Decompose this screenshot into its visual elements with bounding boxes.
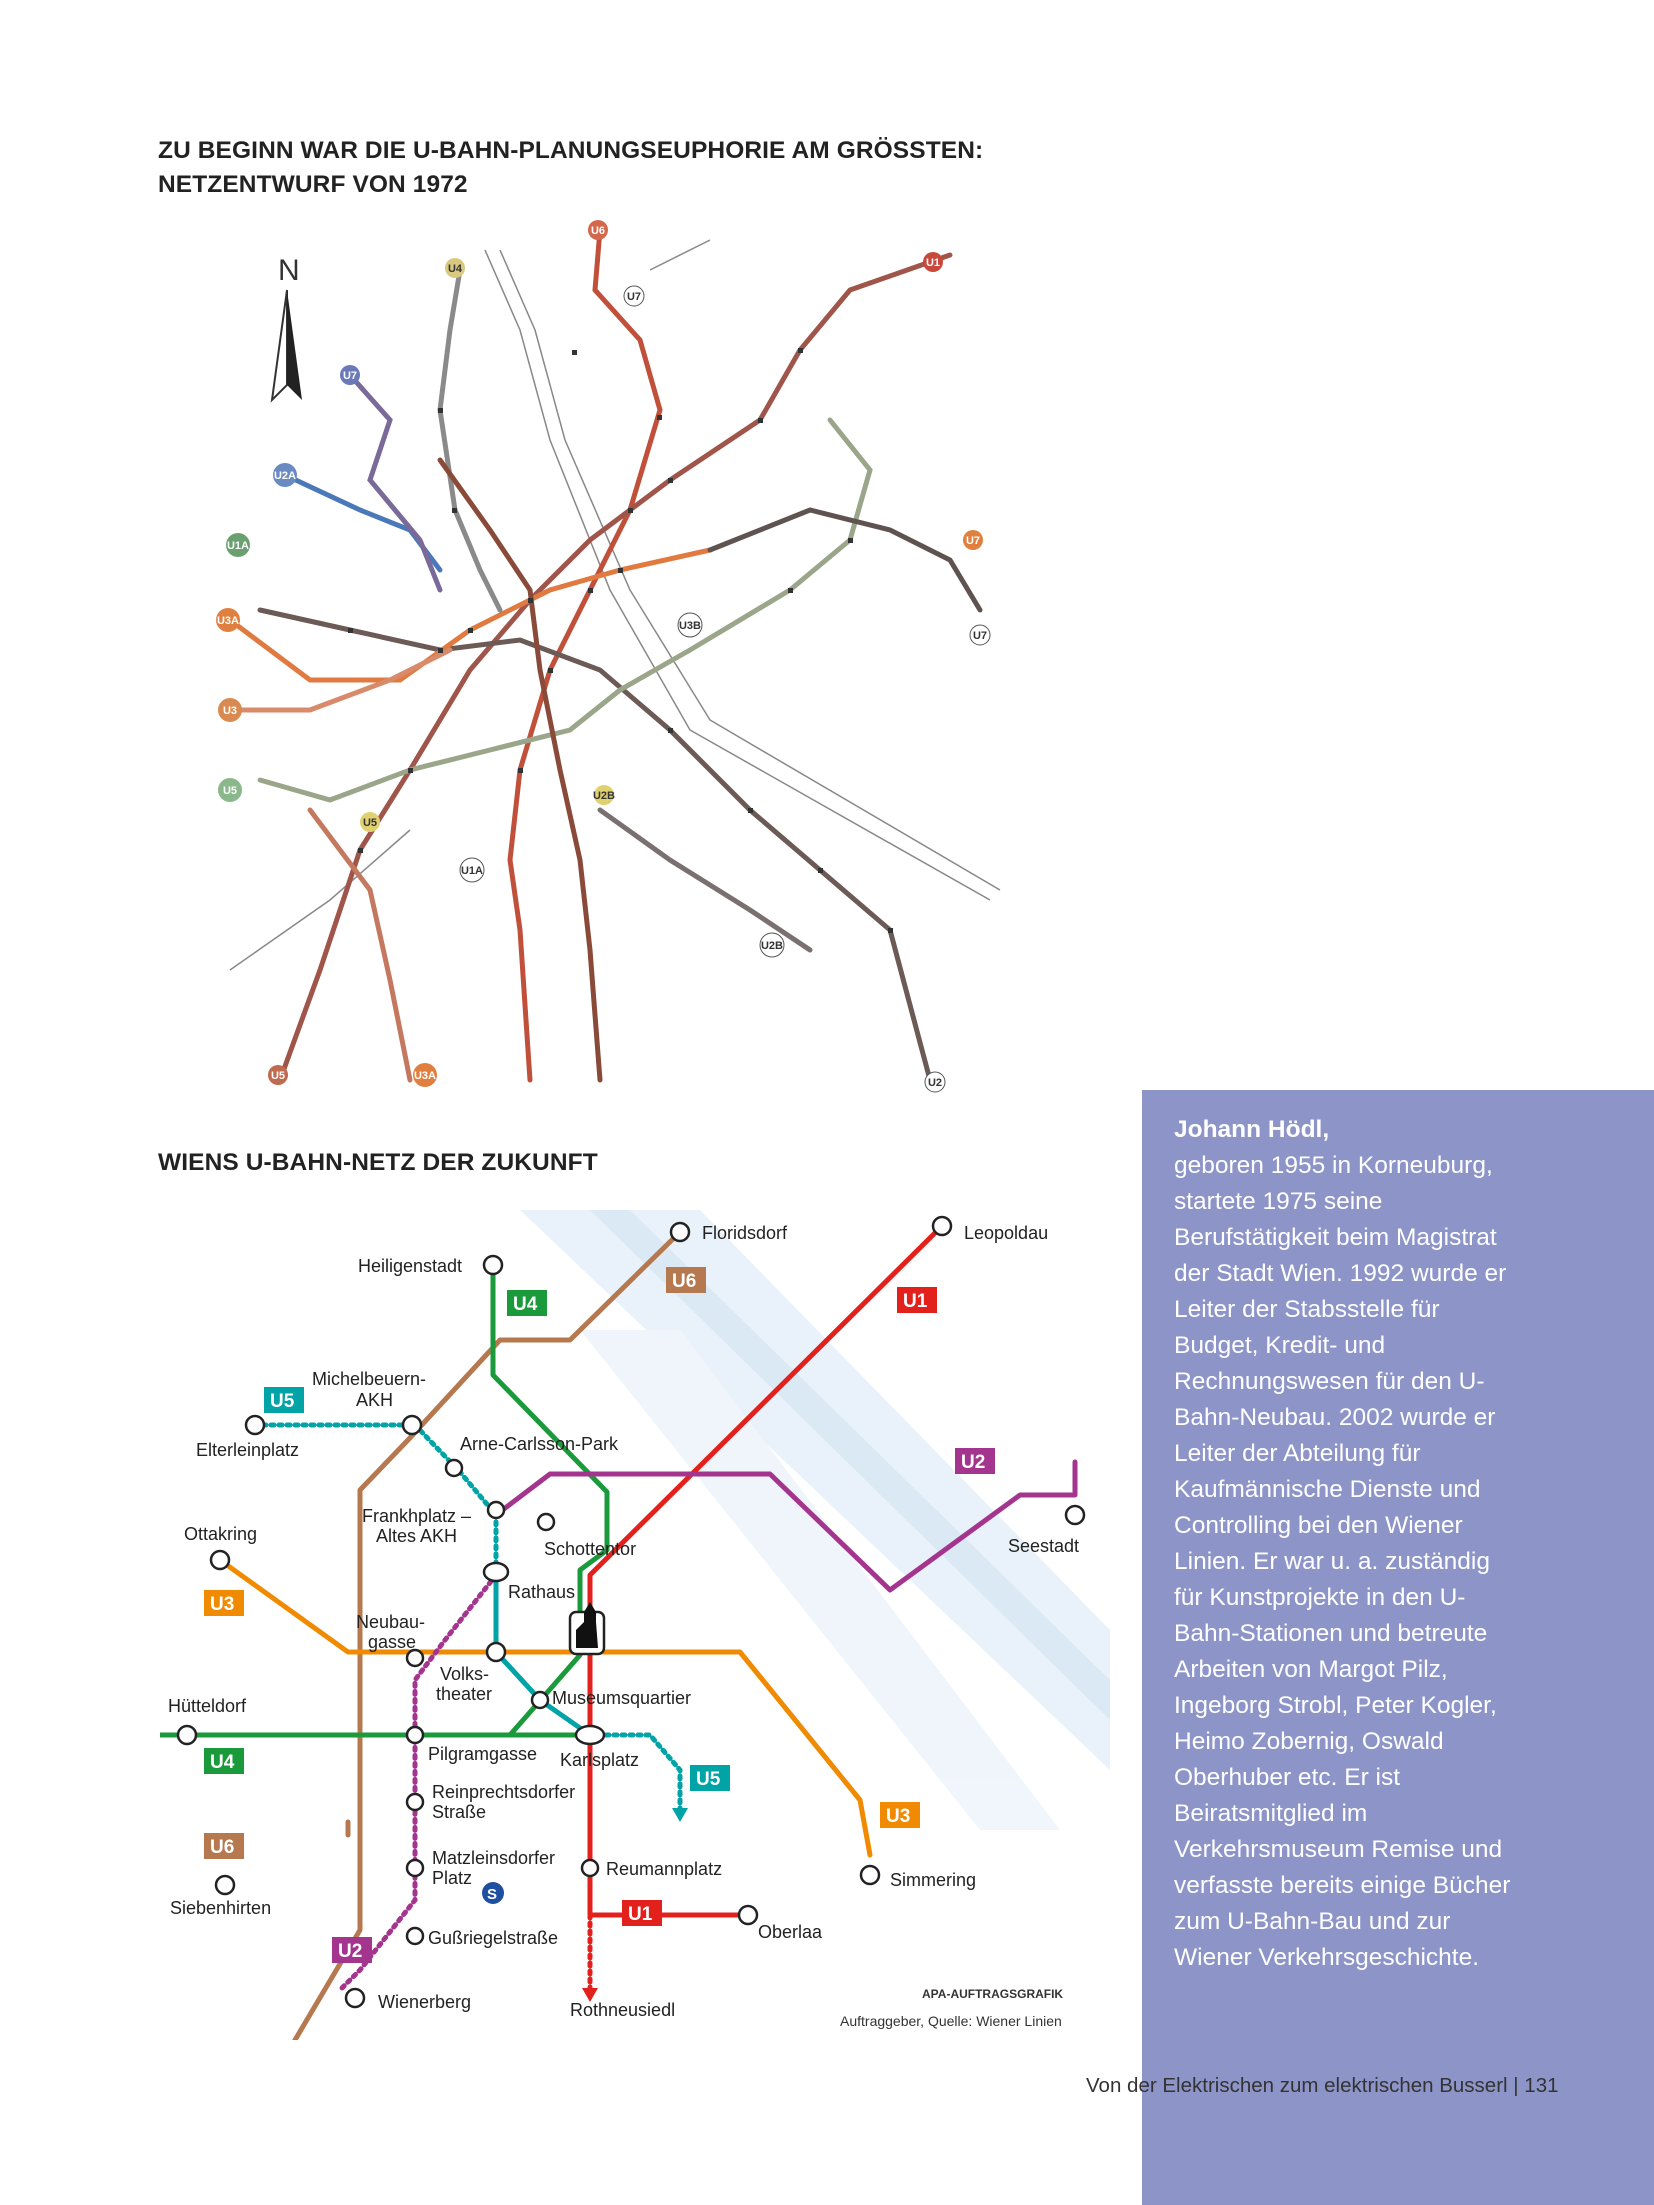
svg-text:U3A: U3A [414,1070,436,1082]
svg-text:U4: U4 [210,1752,235,1773]
station-label: Hütteldorf [168,1696,247,1716]
station-label: Heiligenstadt [358,1256,462,1276]
svg-text:U7: U7 [966,535,980,547]
map-1972-network: N U6 U1 U7 U7 U2A U1A U3A U7 U3 U4 U5 U5… [190,210,1020,1110]
station-label-neubaugasse-1: gasse [368,1632,416,1652]
biography-body: geboren 1955 in Korneuburg, startete 197… [1174,1152,1510,1971]
line-1972-u7b [710,510,980,610]
station-label-matzleinsdorfer-1: Platz [432,1868,472,1888]
station-label: Ottakring [184,1524,257,1544]
svg-text:U6: U6 [210,1837,234,1858]
line-1972-u2a [285,475,440,570]
svg-text:U6: U6 [591,225,605,237]
station-label: Seestadt [1008,1536,1079,1556]
svg-text:U5: U5 [271,1070,285,1082]
graphic-credit: APA-AUFTRAGSGRAFIK [922,1987,1063,2001]
station-label: Rathaus [508,1582,575,1602]
svg-text:U5: U5 [363,817,377,829]
svg-text:U7: U7 [627,291,641,303]
svg-text:U2B: U2B [761,940,783,952]
station-label-michelbeuern-1: AKH [356,1390,393,1410]
station-label: Siebenhirten [170,1898,271,1918]
station-label-reinprechtsdorfer-1: Straße [432,1802,486,1822]
station-label-frankhplatz-1: Altes AKH [376,1526,457,1546]
station-label-matzleinsdorfer-0: Matzleinsdorfer [432,1848,555,1868]
biography-text: Johann Hödl, geboren 1955 in Korneuburg,… [1174,1112,1514,1976]
line-1972-u6-red [510,230,660,1080]
station-label: Reumannplatz [606,1859,722,1879]
station-label-frankhplatz-0: Frankhplatz – [362,1506,471,1526]
svg-text:U5: U5 [696,1769,721,1790]
station-label: Arne-Carlsson-Park [460,1434,619,1454]
terminus-tags: U6 U1 U7 U7 U2A U1A U3A U7 U3 U4 U5 U5 U… [216,220,990,1092]
station-label: Floridsdorf [702,1223,788,1243]
line-1972-u1 [280,255,950,1080]
station-label: Museumsquartier [552,1688,691,1708]
svg-text:S: S [487,1886,497,1903]
line-1972-u2b [600,810,810,950]
station-label: Leopoldau [964,1223,1048,1243]
station-label-volkstheater-0: Volks- [440,1664,489,1684]
svg-text:U2: U2 [338,1941,362,1962]
station-label: Gußriegelstraße [428,1928,558,1948]
svg-text:U3: U3 [886,1806,910,1827]
station-label-reinprechtsdorfer-0: Reinprechtsdorfer [432,1782,575,1802]
station-label: Pilgramgasse [428,1744,537,1764]
svg-text:U1: U1 [628,1904,653,1925]
heading-future-network: WIENS U-BAHN-NETZ DER ZUKUNFT [158,1146,598,1180]
svg-text:U2: U2 [928,1077,942,1089]
station-label-neubaugasse-0: Neubau- [356,1612,425,1632]
svg-text:U1: U1 [926,257,940,269]
svg-text:U1A: U1A [227,540,249,552]
s-bahn-icon: S [482,1882,504,1904]
station-label: Rothneusiedl [570,2000,675,2020]
station-label: Wienerberg [378,1992,471,2012]
station-label: Karlsplatz [560,1750,639,1770]
station-label-michelbeuern-0: Michelbeuern- [312,1369,426,1389]
station-label: Simmering [890,1870,976,1890]
north-arrow: N [272,254,302,400]
u5-arrow-head [672,1808,688,1822]
svg-text:U1A: U1A [461,865,483,877]
svg-text:U3: U3 [210,1594,234,1615]
station-label: Schottentor [544,1539,636,1559]
page-footer: Von der Elektrischen zum elektrischen Bu… [1086,2074,1559,2098]
map-future-network: S U6 U1 U4 U5 U2 U3 U4 U5 U3 U6 U1 U2 Fl… [160,1210,1110,2040]
station-markers [348,348,893,933]
line-1972-u4 [440,270,500,610]
line-1972-u7 [350,375,440,590]
graphic-source: Auftraggeber, Quelle: Wiener Linien [840,2013,1062,2029]
svg-text:U1: U1 [903,1291,928,1312]
svg-text:U2: U2 [961,1452,985,1473]
svg-text:U3B: U3B [679,620,701,632]
biography-name: Johann Hödl, [1174,1112,1514,1148]
svg-text:U3: U3 [223,705,237,717]
svg-text:U3A: U3A [217,615,239,627]
svg-text:U5: U5 [223,785,237,797]
svg-text:U6: U6 [672,1271,696,1292]
station-label-volkstheater-1: theater [436,1684,492,1704]
line-u4 [160,1265,607,1735]
north-label: N [278,254,300,287]
svg-text:U2B: U2B [593,790,615,802]
biography-box: Johann Hödl, geboren 1955 in Korneuburg,… [1142,1090,1654,2205]
station-label: Oberlaa [758,1922,823,1942]
station-label: Elterleinplatz [196,1440,299,1460]
svg-text:U2A: U2A [274,470,296,482]
svg-text:U4: U4 [448,263,463,275]
svg-text:U7: U7 [343,370,357,382]
svg-text:U7: U7 [973,630,987,642]
heading-1972-plan: ZU BEGINN WAR DIE U-BAHN-PLANUNGSEUPHORI… [158,134,1018,202]
line-u5-dotted-south [590,1735,680,1810]
svg-text:U4: U4 [513,1294,538,1315]
line-1972-u3 [230,550,710,680]
svg-text:U5: U5 [270,1391,295,1412]
stephansdom-icon [570,1602,604,1654]
